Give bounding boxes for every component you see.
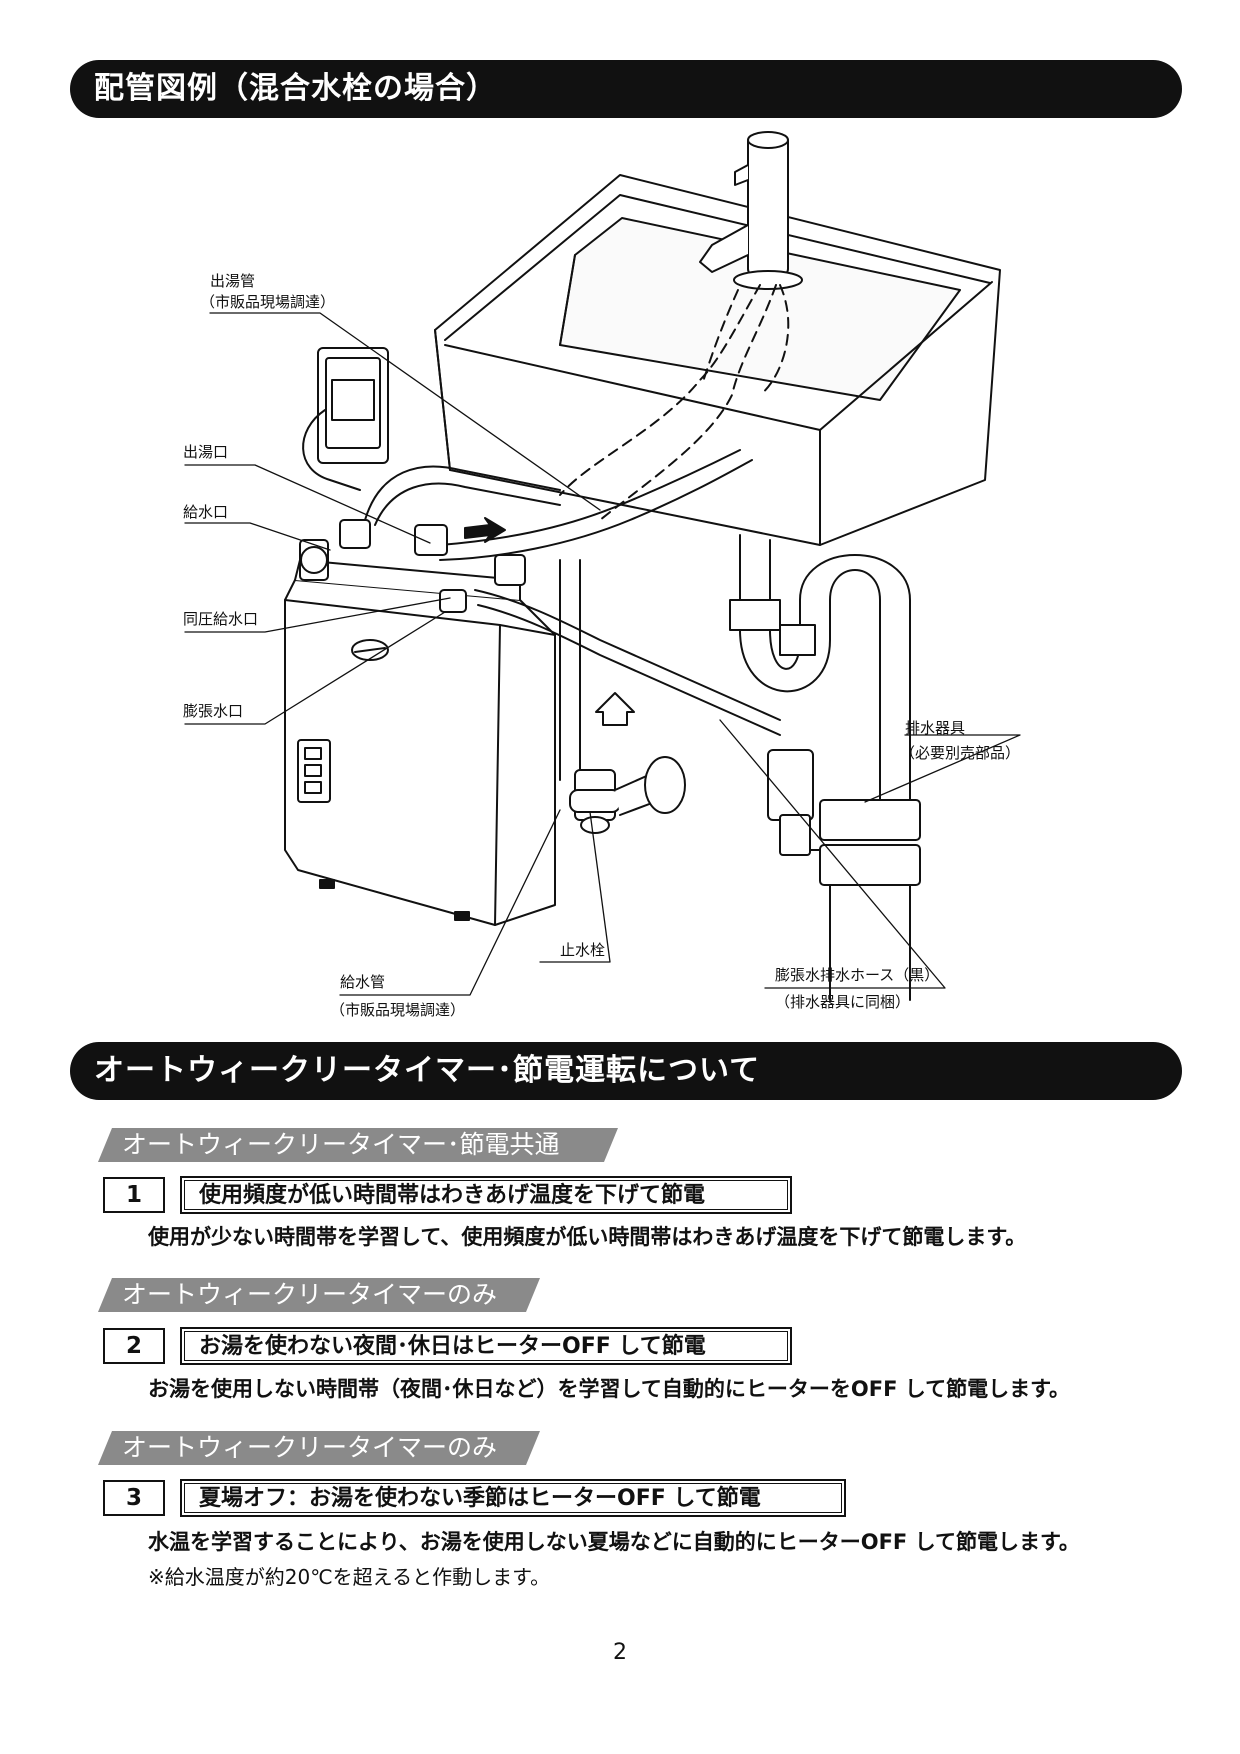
category-label-3: オートウィークリータイマーのみ — [98, 1431, 540, 1465]
section-title-piping: 配管図例（混合水栓の場合） — [70, 60, 1182, 118]
label-hot-pipe: 出湯管 — [210, 272, 256, 290]
item-heading-box-3: 夏場オフ：お湯を使わない季節はヒーターOFF して節電 — [180, 1479, 846, 1517]
item-heading-2: お湯を使わない夜間･休日はヒーターOFF して節電 — [184, 1331, 788, 1361]
heater-unit — [284, 559, 556, 926]
section-title-timer: オートウィークリータイマー･節電運転について — [70, 1042, 1182, 1100]
label-drain-fitting-note: （必要別売部品） — [900, 744, 1021, 762]
item-heading-1: 使用頻度が低い時間帯はわきあげ温度を下げて節電 — [184, 1180, 788, 1210]
drain-trap — [729, 534, 921, 1001]
page-number: 2 — [613, 1640, 627, 1665]
category-label-1: オートウィークリータイマー･節電共通 — [98, 1128, 618, 1162]
sink-basin — [434, 174, 1001, 546]
category-label-2: オートウィークリータイマーのみ — [98, 1278, 540, 1312]
label-expansion-outlet: 膨張水口 — [183, 702, 244, 720]
label-same-pressure-inlet: 同圧給水口 — [183, 610, 259, 628]
label-supply-pipe-note: （市販品現場調達） — [330, 1001, 466, 1019]
item-heading-box-1: 使用頻度が低い時間帯はわきあげ温度を下げて節電 — [180, 1176, 792, 1214]
item-heading-3: 夏場オフ：お湯を使わない季節はヒーターOFF して節電 — [184, 1483, 842, 1513]
label-hot-outlet: 出湯口 — [183, 443, 229, 461]
label-stop-valve: 止水栓 — [560, 941, 606, 959]
item-number-1: 1 — [103, 1177, 165, 1213]
item-description-2: お湯を使用しない時間帯（夜間･休日など）を学習して自動的にヒーターをOFF して… — [148, 1377, 1070, 1401]
item-number-3: 3 — [103, 1480, 165, 1516]
label-supply-pipe: 給水管 — [340, 973, 386, 991]
item-heading-box-2: お湯を使わない夜間･休日はヒーターOFF して節電 — [180, 1327, 792, 1365]
label-water-inlet: 給水口 — [183, 503, 229, 521]
stop-valve — [569, 756, 686, 834]
label-drain-fitting: 排水器具 — [905, 719, 966, 737]
item-number-2: 2 — [103, 1328, 165, 1364]
piping-diagram — [184, 131, 1021, 1001]
label-hot-pipe-note: （市販品現場調達） — [200, 293, 336, 311]
label-expansion-hose: 膨張水排水ホース（黒） — [775, 966, 940, 984]
faucet — [699, 131, 803, 290]
wall-outlet — [302, 347, 389, 491]
item-description-3: 水温を学習することにより、お湯を使用しない夏場などに自動的にヒーターOFF して… — [148, 1530, 1080, 1554]
item-description-1: 使用が少ない時間帯を学習して、使用頻度が低い時間帯はわきあげ温度を下げて節電しま… — [148, 1225, 1027, 1249]
item-note-3: ※給水温度が約20℃を超えると作動します。 — [148, 1565, 551, 1589]
label-expansion-hose-note: （排水器具に同梱） — [775, 993, 911, 1011]
